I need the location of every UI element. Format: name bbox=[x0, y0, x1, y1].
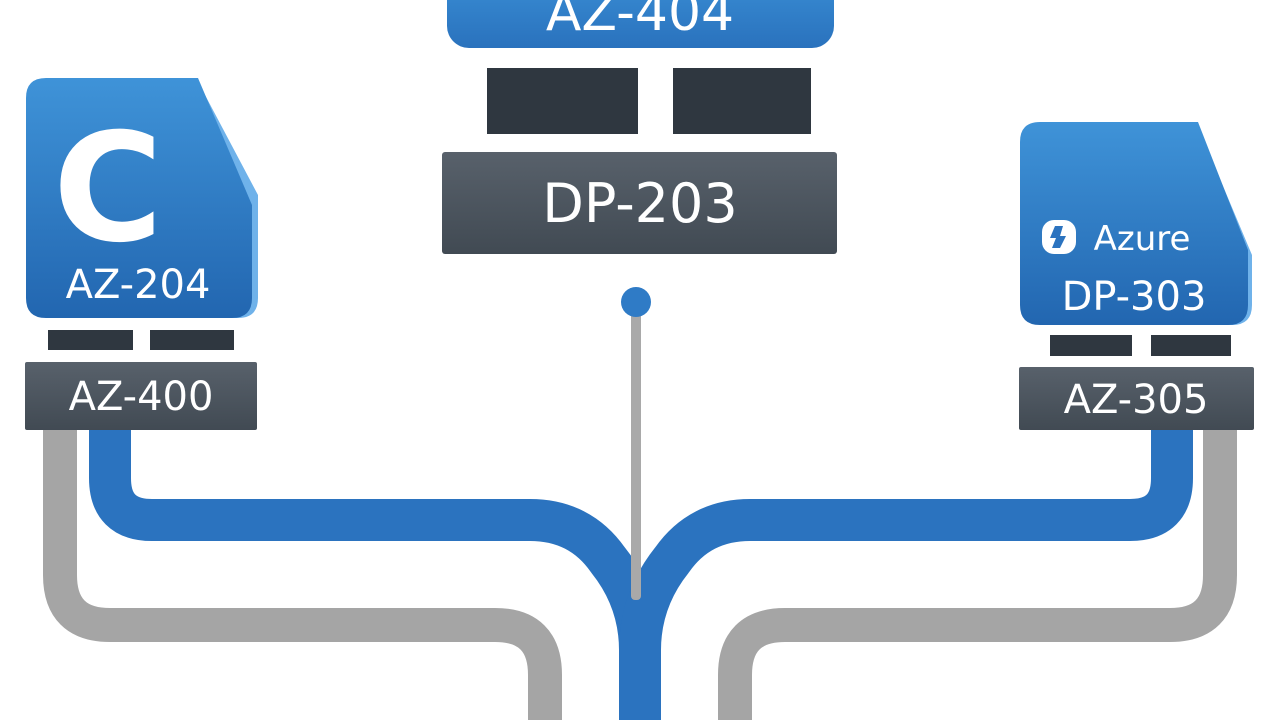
azure-logo-icon bbox=[1042, 220, 1076, 254]
right-card bbox=[1020, 122, 1248, 325]
right-logo-text: Azure bbox=[1094, 219, 1191, 259]
top-dark-block-left bbox=[487, 68, 638, 134]
center-node: DP-203 bbox=[442, 152, 837, 254]
center-node-label: DP-203 bbox=[542, 172, 738, 235]
right-dark-block-right bbox=[1151, 335, 1231, 356]
gray-path-right bbox=[718, 430, 1237, 720]
gray-path-left bbox=[43, 430, 562, 720]
right-node-label: DP-303 bbox=[1062, 274, 1207, 320]
center-connector-dot bbox=[621, 287, 651, 317]
left-sub-label: AZ-400 bbox=[69, 374, 214, 420]
left-dark-block-left bbox=[48, 330, 133, 350]
left-dark-block-right bbox=[150, 330, 234, 350]
left-logo-letter: C bbox=[53, 102, 163, 276]
left-node-label: AZ-204 bbox=[66, 262, 211, 308]
top-node: AZ-404 bbox=[447, 0, 834, 134]
top-node-label: AZ-404 bbox=[546, 0, 734, 43]
right-sub-box bbox=[1019, 367, 1254, 430]
blue-paths bbox=[89, 430, 1193, 720]
right-sub-label: AZ-305 bbox=[1064, 377, 1209, 423]
gray-paths bbox=[43, 430, 1237, 720]
top-dark-block-right bbox=[673, 68, 811, 134]
left-sub-box bbox=[25, 362, 257, 430]
left-card bbox=[26, 78, 252, 318]
top-node-box bbox=[447, 0, 834, 48]
center-connector bbox=[621, 287, 651, 600]
blue-path-right bbox=[619, 430, 1193, 720]
center-connector-line bbox=[631, 310, 641, 600]
right-node: Azure DP-303 AZ-305 bbox=[1019, 122, 1254, 430]
right-dark-block-left bbox=[1050, 335, 1132, 356]
left-node: C AZ-204 AZ-400 bbox=[25, 78, 258, 430]
center-node-box bbox=[442, 152, 837, 254]
